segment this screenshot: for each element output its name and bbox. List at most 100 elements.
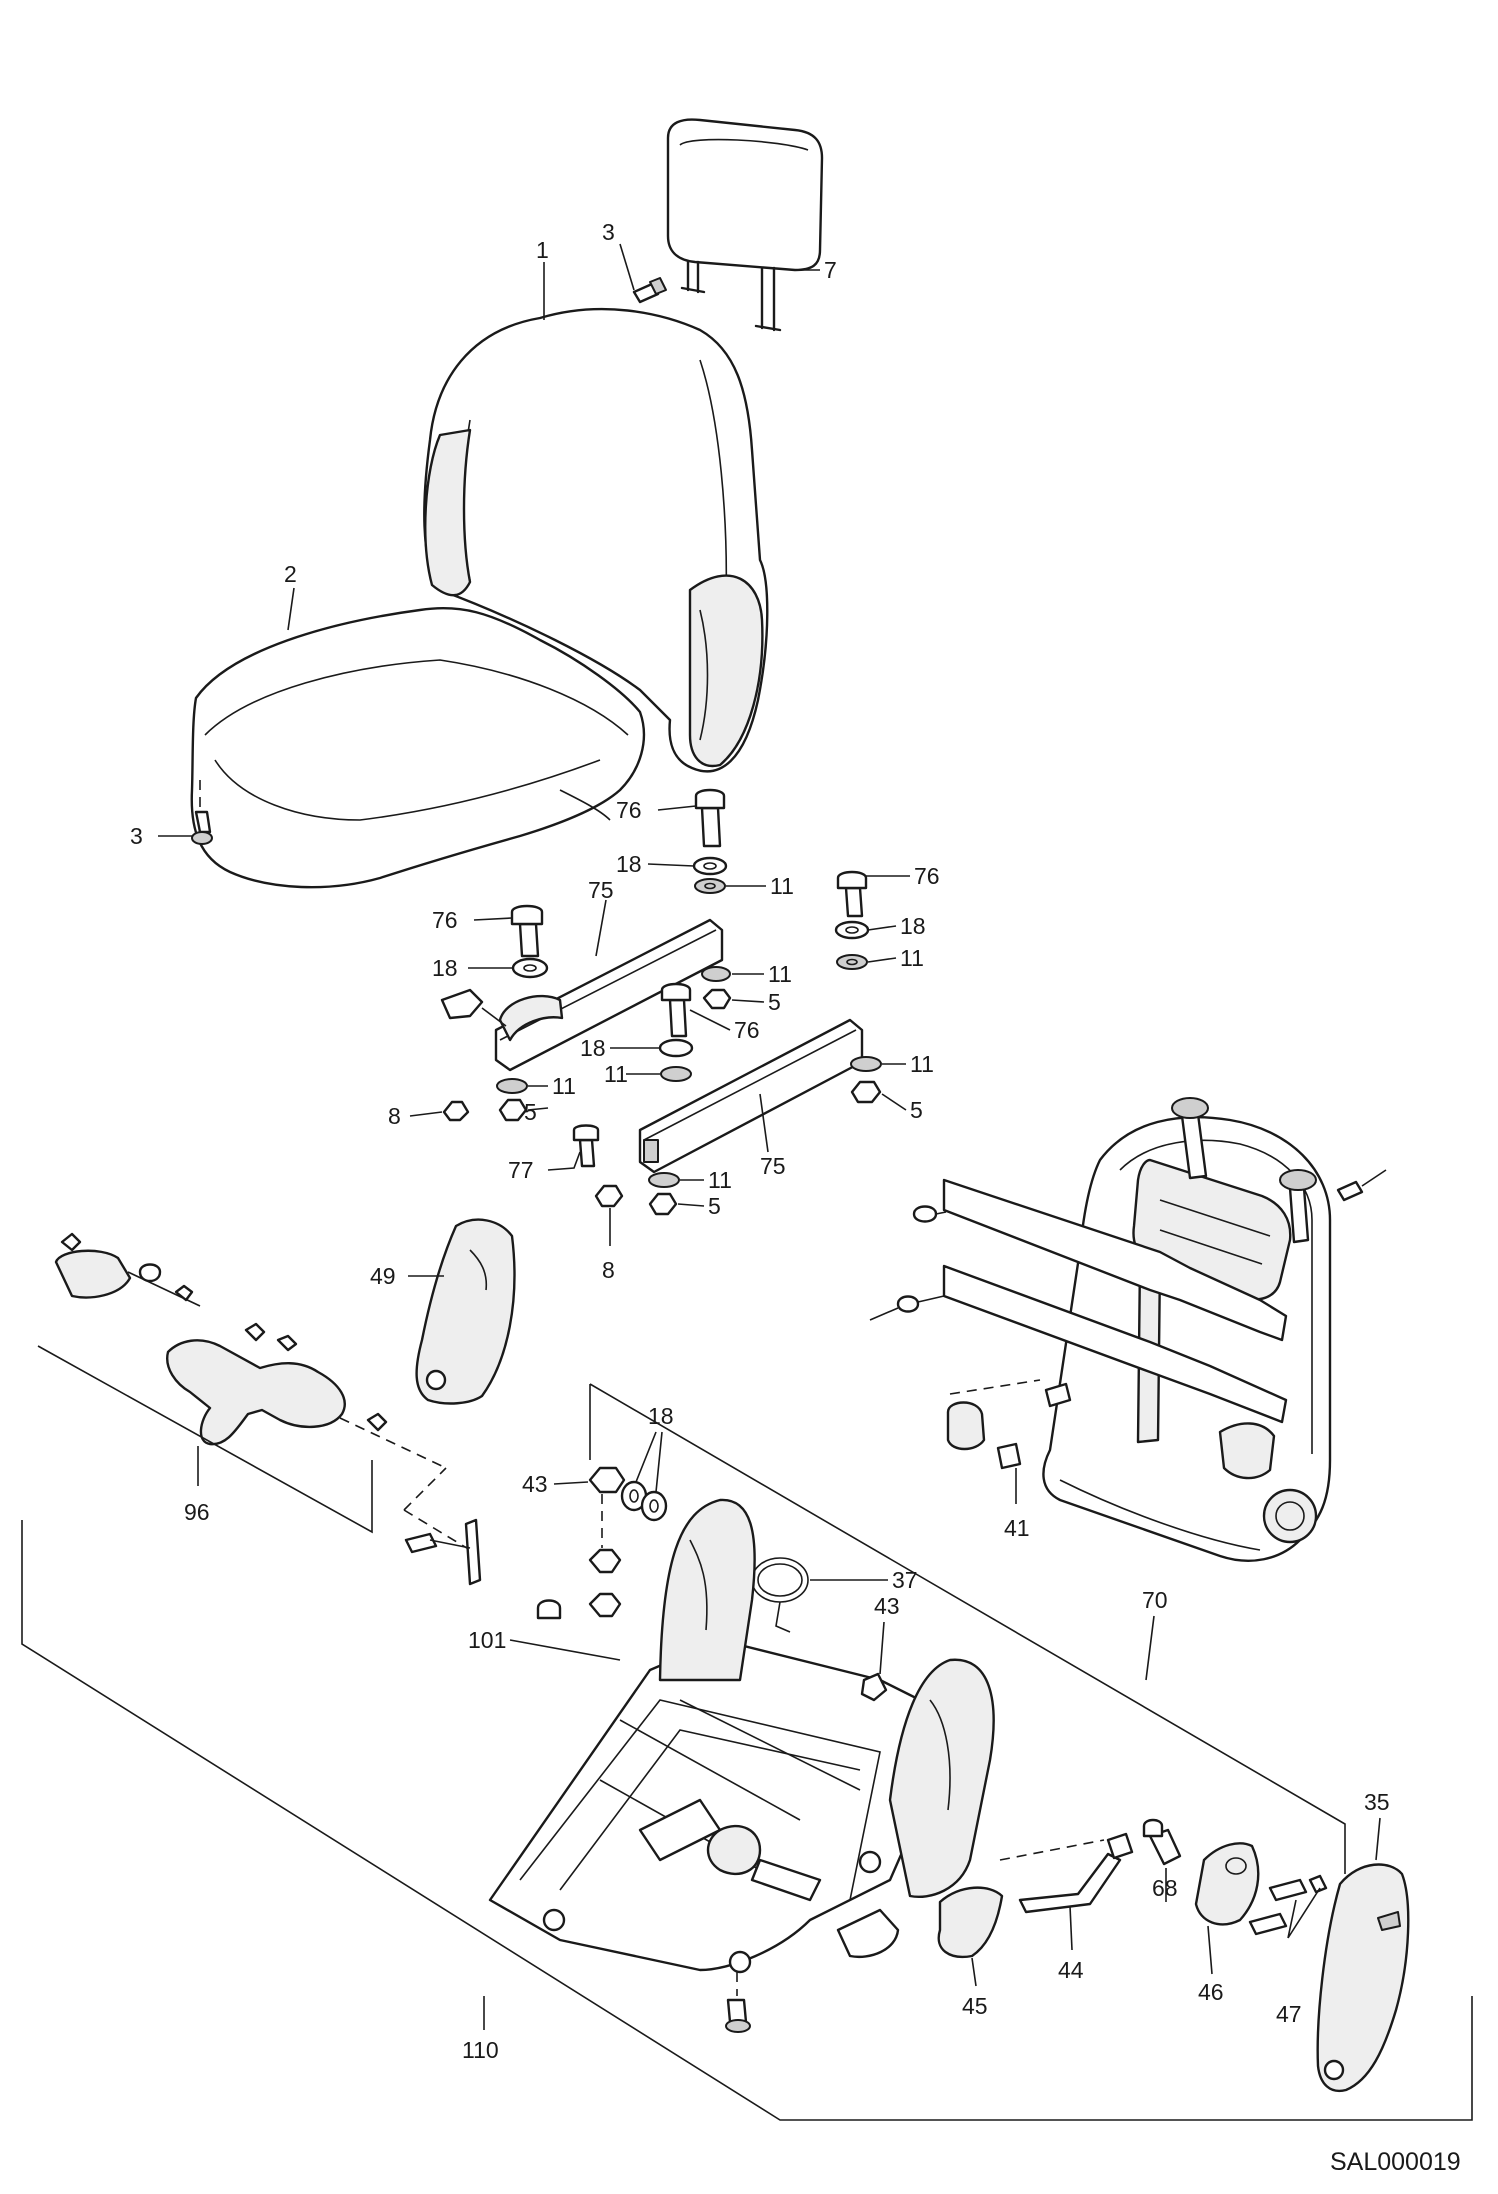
- nut-43-left: [588, 1466, 626, 1494]
- belt-buckle-assembly: [54, 1232, 388, 1446]
- nut-8-left: [442, 1100, 470, 1122]
- spring-37: [751, 1557, 809, 1633]
- backrest-frame: [942, 1116, 1332, 1562]
- screw-bottom: [725, 1998, 751, 2033]
- callout-18: 18: [616, 851, 642, 877]
- screw-77: [572, 1124, 600, 1168]
- callout-11: 11: [900, 945, 924, 971]
- callout-45: 45: [962, 1993, 988, 2019]
- callout-8: 8: [602, 1257, 615, 1283]
- callout-76: 76: [734, 1017, 760, 1043]
- callout-18: 18: [432, 955, 458, 981]
- nut-pair-lower: [588, 1548, 622, 1618]
- washer-11-mid: [660, 1066, 692, 1082]
- backrest-frame-screw-upper: [912, 1205, 947, 1223]
- callout-7: 7: [824, 257, 837, 283]
- backrest-cushion: [423, 307, 769, 773]
- bolt-43-right: [860, 1672, 888, 1702]
- backrest-frame-screw-lower: [869, 1295, 945, 1321]
- callout-75: 75: [588, 877, 614, 903]
- washer-11-top: [694, 878, 726, 894]
- side-cover-35: [1316, 1863, 1410, 2093]
- callout-76: 76: [914, 863, 940, 889]
- callout-1: 1: [536, 237, 549, 263]
- group-bracket-70: [589, 1383, 1346, 1874]
- callout-110: 110: [462, 2037, 499, 2063]
- bolt-76-left: [510, 904, 544, 958]
- callout-101: 101: [468, 1627, 506, 1653]
- callout-5: 5: [910, 1097, 923, 1123]
- washer-11-rail-a: [701, 966, 731, 982]
- nut-5-rail-b: [850, 1080, 882, 1104]
- nut-5-rail-d: [648, 1192, 678, 1216]
- washer-18-mid: [658, 1038, 694, 1058]
- callout-75: 75: [760, 1153, 786, 1179]
- backrest-frame-bolt-b: [1279, 1169, 1317, 1244]
- washer-18-top: [692, 856, 728, 876]
- washer-18-right: [834, 920, 870, 940]
- callout-49: 49: [370, 1263, 396, 1289]
- drawing-code: SAL000019: [1330, 2148, 1461, 2176]
- lever-44: [999, 1832, 1134, 1914]
- callout-labels: 1 3 7 2 3 76 18 11 76 18 11 75 76 18 11 …: [130, 219, 1461, 2176]
- bolt-76-right: [836, 870, 868, 918]
- slide-rail-left: [440, 918, 724, 1072]
- nut-8-center: [594, 1184, 624, 1208]
- group-bracket-110: [21, 1520, 1473, 2121]
- side-cover-49: [415, 1218, 516, 1405]
- callout-3: 3: [130, 823, 143, 849]
- backrest-frame-side-screw: [1336, 1169, 1387, 1202]
- callout-11: 11: [552, 1073, 576, 1099]
- callout-2: 2: [284, 561, 297, 587]
- group-bracket-96: [37, 1345, 373, 1534]
- callout-18: 18: [580, 1035, 606, 1061]
- bracket-101-top: [404, 1518, 562, 1620]
- screw-3-seat: [191, 810, 213, 845]
- nut-5-rail-c: [498, 1098, 528, 1122]
- callout-11: 11: [910, 1051, 934, 1077]
- callout-70: 70: [1142, 1587, 1168, 1613]
- pin-68: [1142, 1818, 1182, 1866]
- callout-37: 37: [892, 1567, 918, 1593]
- adjuster-knob-41: [946, 1379, 1072, 1470]
- callout-68: 68: [1152, 1875, 1178, 1901]
- callout-96: 96: [184, 1499, 210, 1525]
- leader-lines: [158, 243, 1381, 2030]
- knob-46: [1194, 1842, 1260, 1926]
- seat-cushion: [190, 606, 646, 889]
- callout-43: 43: [522, 1471, 548, 1497]
- screw-3-backrest: [632, 277, 667, 304]
- callout-77: 77: [508, 1157, 534, 1183]
- callout-18: 18: [900, 913, 926, 939]
- callout-18: 18: [648, 1403, 674, 1429]
- callout-44: 44: [1058, 1957, 1084, 1983]
- callout-3: 3: [602, 219, 615, 245]
- handle-45: [937, 1886, 1004, 1959]
- washer-18-left: [511, 957, 549, 979]
- callout-8: 8: [388, 1103, 401, 1129]
- callout-46: 46: [1198, 1979, 1224, 2005]
- headrest: [666, 118, 824, 332]
- washer-11-right: [836, 954, 868, 970]
- callout-35: 35: [1364, 1789, 1390, 1815]
- callout-76: 76: [616, 797, 642, 823]
- callout-11: 11: [708, 1167, 732, 1193]
- seat-base-frame: [488, 1498, 995, 1974]
- callout-5: 5: [768, 989, 781, 1015]
- nut-5-rail-a: [702, 988, 732, 1010]
- bolt-76-mid: [660, 982, 692, 1038]
- callout-5: 5: [708, 1193, 721, 1219]
- washer-11-rail-b: [850, 1056, 882, 1072]
- bolt-76-top: [694, 788, 726, 848]
- callout-76: 76: [432, 907, 458, 933]
- callout-43: 43: [874, 1593, 900, 1619]
- washer-11-rail-d: [648, 1172, 680, 1188]
- screws-47: [1248, 1874, 1328, 1936]
- callout-5: 5: [524, 1099, 537, 1125]
- callout-41: 41: [1004, 1515, 1030, 1541]
- washer-18-pair: [620, 1480, 668, 1522]
- callout-11: 11: [770, 873, 794, 899]
- washer-11-rail-c: [496, 1078, 528, 1094]
- backrest-frame-bolt-a: [1171, 1097, 1209, 1180]
